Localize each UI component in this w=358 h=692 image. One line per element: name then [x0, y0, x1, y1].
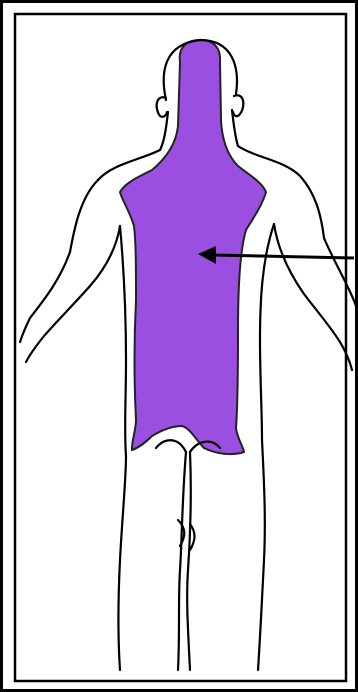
right-arm-inner-outline — [274, 224, 352, 370]
left-leg-inner-outline — [178, 452, 186, 670]
left-torso-outline — [119, 226, 127, 670]
left-arm-inner-outline — [26, 226, 120, 362]
right-torso-outline — [258, 224, 274, 670]
right-ear-outline — [233, 95, 243, 116]
buttocks-outline — [156, 440, 186, 452]
left-arm-outer-outline — [20, 180, 98, 342]
right-shoulder-outline — [238, 146, 300, 176]
right-arm-outer-outline — [300, 176, 356, 306]
right-leg-inner-outline — [187, 452, 191, 670]
